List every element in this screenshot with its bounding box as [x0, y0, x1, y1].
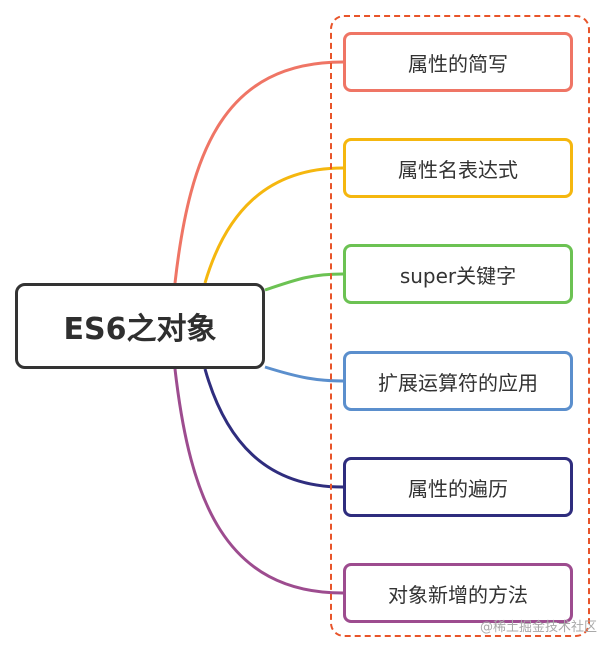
branch-group-frame: [330, 15, 590, 637]
watermark: @稀土掘金技术社区: [479, 620, 597, 635]
branch-node-label: 扩展运算符的应用: [378, 370, 538, 395]
branch-node-property-shorthand: 属性的简写: [343, 32, 573, 92]
branch-node-property-name-expression: 属性名表达式: [343, 138, 573, 198]
connector-line: [203, 368, 344, 489]
branch-node-label: super关键字: [399, 263, 517, 288]
connector-line: [173, 368, 344, 595]
branch-node-property-traversal: 属性的遍历: [343, 457, 573, 517]
branch-node-super-keyword: super关键字: [343, 244, 573, 304]
branch-node-label: 对象新增的方法: [388, 582, 528, 607]
connector-line: [264, 365, 344, 383]
connector-line: [173, 60, 344, 284]
branch-node-label: 属性的遍历: [408, 476, 508, 501]
connector-line: [264, 272, 344, 292]
root-node: ES6之对象: [15, 283, 265, 369]
branch-node-label: 属性的简写: [408, 51, 508, 76]
connector-line: [203, 166, 344, 284]
branch-node-label: 属性名表达式: [398, 157, 518, 182]
branch-node-spread-operator: 扩展运算符的应用: [343, 351, 573, 411]
root-node-label: ES6之对象: [63, 312, 217, 347]
branch-node-new-object-methods: 对象新增的方法: [343, 563, 573, 623]
